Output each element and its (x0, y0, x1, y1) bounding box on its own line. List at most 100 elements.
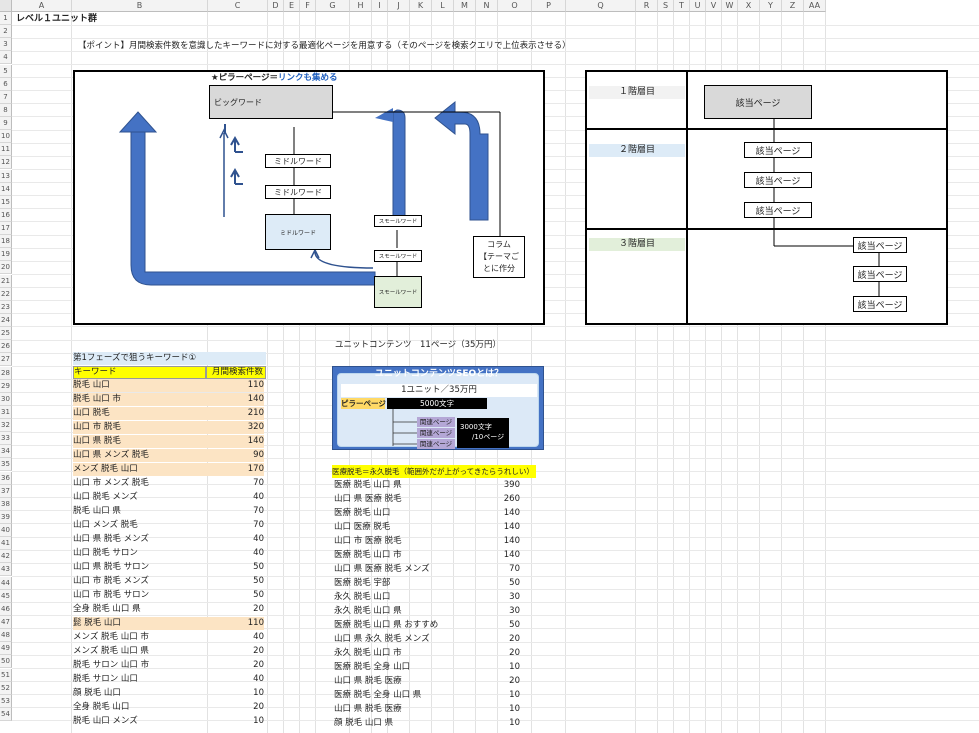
row-header-37[interactable]: 37 (0, 484, 12, 498)
row-header-29[interactable]: 29 (0, 379, 12, 393)
column-header-S[interactable]: S (658, 0, 674, 12)
row-header-8[interactable]: 8 (0, 103, 12, 117)
sheet-title: レベル１ユニット群 (16, 14, 98, 24)
column-header-M[interactable]: M (454, 0, 476, 12)
row-header-54[interactable]: 54 (0, 707, 12, 721)
column-header-B[interactable]: B (72, 0, 208, 12)
column-header-Y[interactable]: Y (760, 0, 782, 12)
row-header-14[interactable]: 14 (0, 182, 12, 196)
column-header-Z[interactable]: Z (782, 0, 804, 12)
middle-word-box-2: ミドルワード (265, 185, 331, 199)
row-header-7[interactable]: 7 (0, 90, 12, 104)
column-header-O[interactable]: O (498, 0, 532, 12)
row-header-38[interactable]: 38 (0, 497, 12, 511)
column-header-P[interactable]: P (532, 0, 566, 12)
row-header-43[interactable]: 43 (0, 563, 12, 577)
row-header-16[interactable]: 16 (0, 208, 12, 222)
table1-volume: 40 (253, 548, 264, 558)
row-header-9[interactable]: 9 (0, 117, 12, 131)
row-header-20[interactable]: 20 (0, 261, 12, 275)
column-header-A[interactable]: A (12, 0, 72, 12)
small-word-box-2: スモールワード (374, 250, 422, 262)
table1-keyword: 山口 市 脱毛 (73, 421, 206, 434)
row-header-36[interactable]: 36 (0, 471, 12, 485)
row-header-11[interactable]: 11 (0, 143, 12, 157)
row-header-30[interactable]: 30 (0, 392, 12, 406)
row-header-28[interactable]: 28 (0, 366, 12, 380)
row-header-39[interactable]: 39 (0, 510, 12, 524)
cell-grid[interactable]: レベル１ユニット群 【ポイント】月間検索件数を意識したキーワードに対する最適化ペ… (12, 12, 979, 733)
column-header-U[interactable]: U (690, 0, 706, 12)
column-header-K[interactable]: K (410, 0, 432, 12)
row-header-6[interactable]: 6 (0, 77, 12, 91)
column-header-J[interactable]: J (388, 0, 410, 12)
table2-keyword: 医療 脱毛 山口 (334, 508, 391, 518)
row-header-27[interactable]: 27 (0, 353, 12, 367)
column-header-L[interactable]: L (432, 0, 454, 12)
row-header-45[interactable]: 45 (0, 589, 12, 603)
table2-keyword: 永久 脱毛 山口 市 (334, 648, 402, 658)
row-header-21[interactable]: 21 (0, 274, 12, 288)
row-header-17[interactable]: 17 (0, 222, 12, 236)
row-header-22[interactable]: 22 (0, 287, 12, 301)
row-header-33[interactable]: 33 (0, 432, 12, 446)
row-header-34[interactable]: 34 (0, 445, 12, 459)
row-header-12[interactable]: 12 (0, 156, 12, 170)
row-header-13[interactable]: 13 (0, 169, 12, 183)
row-header-4[interactable]: 4 (0, 51, 12, 65)
tier-2-page-1: 該当ページ (744, 142, 812, 158)
column-header-T[interactable]: T (674, 0, 690, 12)
row-header-2[interactable]: 2 (0, 25, 12, 39)
column-header-R[interactable]: R (636, 0, 658, 12)
row-header-49[interactable]: 49 (0, 642, 12, 656)
row-header-46[interactable]: 46 (0, 602, 12, 616)
column-header-H[interactable]: H (350, 0, 372, 12)
column-header-V[interactable]: V (706, 0, 722, 12)
row-header-41[interactable]: 41 (0, 537, 12, 551)
table1-volume: 110 (206, 617, 264, 630)
column-header-E[interactable]: E (284, 0, 300, 12)
column-header-I[interactable]: I (372, 0, 388, 12)
row-header-47[interactable]: 47 (0, 615, 12, 629)
column-header-X[interactable]: X (738, 0, 760, 12)
row-header-25[interactable]: 25 (0, 327, 12, 341)
row-header-5[interactable]: 5 (0, 64, 12, 78)
row-header-18[interactable]: 18 (0, 235, 12, 249)
row-header-51[interactable]: 51 (0, 668, 12, 682)
table1-header-keyword: キーワード (73, 366, 206, 379)
row-header-53[interactable]: 53 (0, 694, 12, 708)
table1-keyword: 山口 脱毛 サロン (73, 548, 138, 558)
select-all-corner[interactable] (0, 0, 12, 12)
table1-keyword: 山口 市 メンズ 脱毛 (73, 478, 149, 488)
column-header-AA[interactable]: AA (804, 0, 826, 12)
table2-keyword: 医療 脱毛 全身 山口 県 (334, 690, 422, 700)
row-header-10[interactable]: 10 (0, 130, 12, 144)
column-header-G[interactable]: G (316, 0, 350, 12)
column-header-N[interactable]: N (476, 0, 498, 12)
table1-keyword: 山口 県 脱毛 (73, 435, 206, 448)
row-header-24[interactable]: 24 (0, 313, 12, 327)
row-header-26[interactable]: 26 (0, 340, 12, 354)
row-header-40[interactable]: 40 (0, 524, 12, 538)
column-header-Q[interactable]: Q (566, 0, 636, 12)
row-header-1[interactable]: 1 (0, 12, 12, 25)
column-header-W[interactable]: W (722, 0, 738, 12)
row-header-31[interactable]: 31 (0, 405, 12, 419)
row-header-52[interactable]: 52 (0, 681, 12, 695)
row-header-50[interactable]: 50 (0, 655, 12, 669)
row-header-15[interactable]: 15 (0, 195, 12, 209)
row-header-42[interactable]: 42 (0, 550, 12, 564)
column-header-F[interactable]: F (300, 0, 316, 12)
column-header-C[interactable]: C (208, 0, 268, 12)
row-header-23[interactable]: 23 (0, 300, 12, 314)
row-header-32[interactable]: 32 (0, 419, 12, 433)
row-header-44[interactable]: 44 (0, 576, 12, 590)
row-header-19[interactable]: 19 (0, 248, 12, 262)
row-header-35[interactable]: 35 (0, 458, 12, 472)
row-header-3[interactable]: 3 (0, 38, 12, 52)
table1-volume: 320 (206, 421, 264, 434)
row-header-48[interactable]: 48 (0, 629, 12, 643)
column-header-D[interactable]: D (268, 0, 284, 12)
tier-3-page-1: 該当ページ (853, 237, 907, 253)
